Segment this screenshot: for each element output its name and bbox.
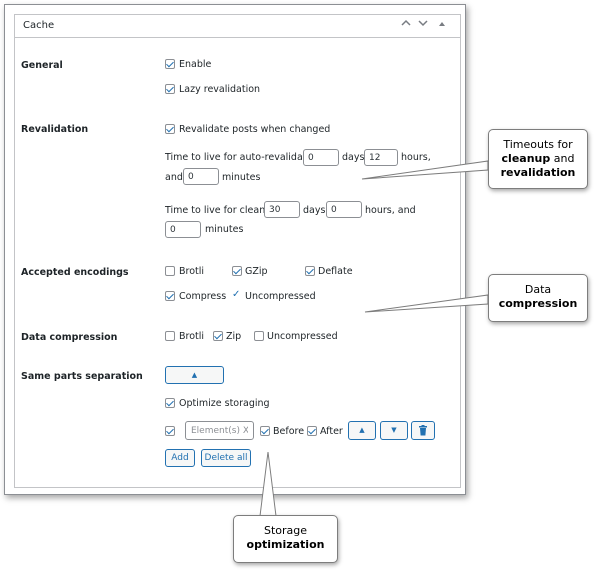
after-checkbox[interactable] (307, 426, 317, 436)
chevron-up-icon[interactable] (399, 18, 413, 34)
delete-all-button[interactable]: Delete all (201, 449, 251, 467)
move-up-button[interactable]: ▲ (348, 421, 376, 440)
delete-row-button[interactable] (411, 421, 435, 440)
revalidation-label: Revalidation (21, 124, 89, 135)
after-label: After (320, 426, 343, 437)
revalidate-on-change-checkbox[interactable] (165, 124, 175, 134)
enc-brotli-label: Brotli (179, 266, 205, 277)
enc-compress-label: Compress (179, 291, 227, 302)
auto-minutes-label: minutes (222, 172, 261, 183)
compression-callout-line1: Data (524, 283, 552, 296)
comp-zip-label: Zip (226, 331, 242, 342)
same-parts-separation-label: Same parts separation (21, 371, 143, 382)
xpath-input[interactable] (185, 421, 254, 440)
storage-callout-bold: optimization (246, 538, 325, 551)
auto-days-input[interactable] (303, 149, 339, 166)
compression-callout: Data compression (488, 274, 588, 322)
before-checkbox[interactable] (260, 426, 270, 436)
triangle-up-icon: ▲ (359, 426, 365, 434)
trash-icon (419, 425, 427, 436)
storage-callout: Storage optimization (233, 515, 338, 563)
enc-uncompressed-label: Uncompressed (245, 291, 316, 302)
auto-ttl-label: Time to live for auto-revalidation: (165, 152, 325, 163)
lazy-revalidation-label: Lazy revalidation (179, 84, 261, 95)
separation-row-checkbox[interactable] (165, 426, 175, 436)
panel-header: Cache (15, 15, 460, 38)
timeouts-callout-line1: Timeouts for (503, 138, 573, 151)
chevron-down-icon[interactable] (416, 18, 430, 34)
comp-brotli-label: Brotli (179, 331, 205, 342)
and-label: and (165, 172, 183, 183)
comp-brotli-checkbox[interactable] (165, 331, 175, 341)
cleanup-days-input[interactable] (264, 201, 300, 218)
triangle-up-icon: ▲ (191, 371, 198, 379)
timeouts-callout-bold2: revalidation (500, 166, 576, 179)
timeouts-callout: Timeouts for cleanup and revalidation (488, 129, 588, 189)
cleanup-ttl-label: Time to live for cleanup: (165, 205, 281, 216)
collapse-button[interactable]: ▲ (165, 366, 224, 384)
timeouts-callout-and: and (553, 152, 575, 165)
cleanup-hours-input[interactable] (326, 201, 362, 218)
comp-zip-checkbox[interactable] (213, 331, 223, 341)
panel-title: Cache (23, 20, 55, 31)
cache-panel: Cache (14, 14, 461, 488)
before-label: Before (273, 426, 305, 437)
optimize-storaging-label: Optimize storaging (179, 398, 270, 409)
enc-compress-checkbox[interactable] (165, 291, 175, 301)
cleanup-hours-label: hours, and (365, 205, 416, 216)
auto-days-label: days, (342, 152, 368, 163)
general-label: General (21, 60, 63, 71)
auto-minutes-input[interactable] (183, 168, 219, 185)
revalidate-on-change-label: Revalidate posts when changed (179, 124, 331, 135)
enc-deflate-label: Deflate (318, 266, 353, 277)
enable-label: Enable (179, 59, 212, 70)
lazy-revalidation-checkbox[interactable] (165, 84, 175, 94)
storage-callout-line1: Storage (263, 524, 308, 537)
enc-gzip-label: GZip (245, 266, 268, 277)
cleanup-minutes-input[interactable] (165, 221, 201, 238)
compression-callout-bold: compression (498, 297, 578, 310)
enc-deflate-checkbox[interactable] (305, 266, 315, 276)
cleanup-days-label: days, (303, 205, 329, 216)
triangle-up-icon[interactable] (435, 18, 449, 34)
auto-hours-input[interactable] (364, 149, 398, 166)
enc-uncompressed-check-icon[interactable]: ✓ (232, 289, 241, 300)
optimize-storaging-checkbox[interactable] (165, 398, 175, 408)
timeouts-callout-bold1: cleanup (501, 152, 551, 165)
comp-uncompressed-label: Uncompressed (267, 331, 338, 342)
auto-hours-label: hours, (401, 152, 431, 163)
comp-uncompressed-checkbox[interactable] (254, 331, 264, 341)
cleanup-minutes-label: minutes (205, 224, 244, 235)
enc-gzip-checkbox[interactable] (232, 266, 242, 276)
data-compression-label: Data compression (21, 332, 118, 343)
triangle-down-icon: ▼ (391, 426, 397, 434)
accepted-encodings-label: Accepted encodings (21, 267, 129, 278)
enc-brotli-checkbox[interactable] (165, 266, 175, 276)
enable-checkbox[interactable] (165, 59, 175, 69)
add-button[interactable]: Add (165, 449, 195, 467)
move-down-button[interactable]: ▼ (380, 421, 408, 440)
